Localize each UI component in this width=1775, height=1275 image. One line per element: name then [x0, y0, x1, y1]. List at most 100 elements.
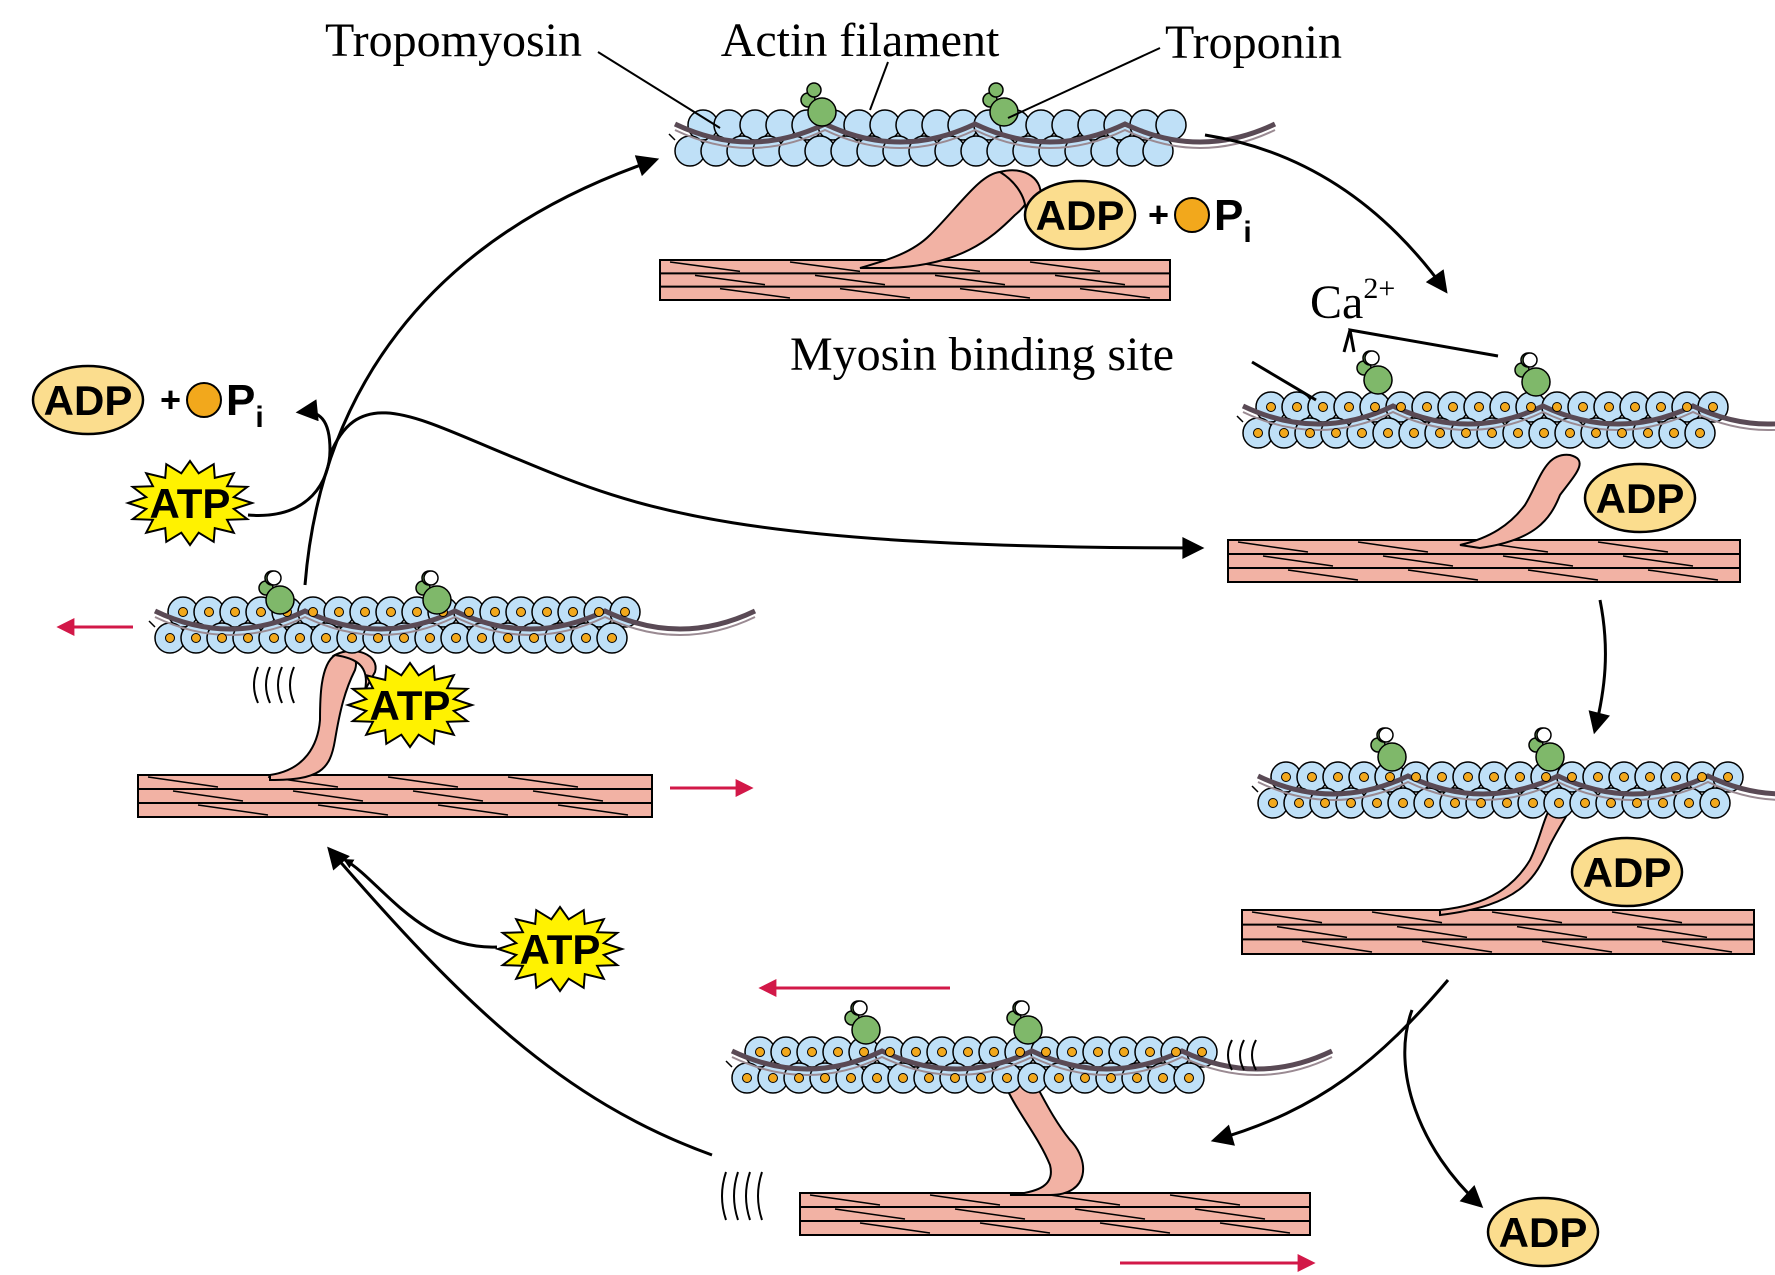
- motion-line: [289, 666, 295, 704]
- myosin-binding-site: [1502, 798, 1512, 808]
- myosin-binding-site: [256, 607, 266, 617]
- adp-molecule: ADP: [1486, 1196, 1600, 1268]
- motion-line: [1239, 1039, 1245, 1071]
- myosin-binding-site: [1106, 1073, 1116, 1083]
- thick-filament-twist-line: [979, 1222, 1051, 1234]
- atp-label: ATP: [370, 682, 451, 729]
- myosin-binding-site: [1565, 428, 1575, 438]
- myosin-binding-site: [1578, 402, 1588, 412]
- thick-filament-twist-line: [859, 1222, 931, 1234]
- myosin-binding-site: [386, 607, 396, 617]
- thick-filament-twist-line: [507, 776, 579, 788]
- troponin-subunit: [1363, 365, 1393, 395]
- calcium-ion: [1536, 727, 1552, 743]
- myosin-binding-site: [820, 1073, 830, 1083]
- myosin-binding-site: [1632, 798, 1642, 808]
- orange-circle-icon: [1174, 197, 1210, 233]
- troponin-subunit: [1521, 367, 1551, 397]
- adp-oval: [1583, 462, 1697, 534]
- arrow-adp-release-2: [1403, 1009, 1484, 1208]
- troponin-subunit: [422, 585, 452, 615]
- myosin-binding-site: [1604, 402, 1614, 412]
- thick-filament-twist-line: [834, 1208, 906, 1220]
- thick-filament-twist-line: [1194, 1208, 1266, 1220]
- thick-filament-twist-line: [1527, 569, 1599, 581]
- myosin-binding-site: [1606, 798, 1616, 808]
- troponin-complex: [258, 570, 295, 615]
- myosin-binding-site: [1658, 798, 1668, 808]
- thin-filament: [1251, 761, 1775, 819]
- myosin-binding-site: [1266, 402, 1276, 412]
- tropomyosin-strand: [1257, 780, 1775, 801]
- myosin-binding-site: [1015, 1047, 1025, 1057]
- myosin-binding-site: [1437, 772, 1447, 782]
- thick-filament: [1241, 909, 1755, 955]
- myosin-binding-site: [321, 633, 331, 643]
- myosin-binding-site: [1357, 428, 1367, 438]
- atp-label: ATP: [520, 926, 601, 973]
- myosin-binding-site: [963, 1047, 973, 1057]
- myosin-binding-site: [451, 633, 461, 643]
- troponin-subunit: [988, 82, 1004, 98]
- myosin-binding-site: [1158, 1073, 1168, 1083]
- myosin-binding-site: [1697, 772, 1707, 782]
- thin-filament: [668, 109, 1277, 167]
- myosin-binding-site: [1489, 772, 1499, 782]
- myosin-binding-site: [1307, 772, 1317, 782]
- thick-filament-twist-line: [1622, 555, 1694, 567]
- thick-filament-twist-line: [1382, 555, 1454, 567]
- myosin-binding-site: [230, 607, 240, 617]
- myosin-binding-site: [1411, 772, 1421, 782]
- arrow-state-3-to-4: [1210, 979, 1450, 1146]
- atp-molecule: ATP: [494, 905, 626, 993]
- myosin-binding-site: [1279, 428, 1289, 438]
- troponin-label: Troponin: [1165, 16, 1342, 69]
- myosin-binding-site: [1671, 772, 1681, 782]
- thick-filament-twist-line: [809, 1194, 881, 1206]
- thick-filament-twist-line: [1516, 925, 1588, 939]
- filament-end: [1251, 785, 1259, 793]
- myosin-binding-site: [937, 1047, 947, 1057]
- myosin-binding-site: [1398, 798, 1408, 808]
- myosin-binding-site: [1591, 428, 1601, 438]
- troponin-subunit: [989, 97, 1019, 127]
- myosin-binding-site: [1643, 428, 1653, 438]
- myosin-binding-site: [1552, 402, 1562, 412]
- myosin-binding-site: [1435, 428, 1445, 438]
- motion-line: [757, 1171, 763, 1221]
- thick-filament-twist-line: [532, 790, 604, 802]
- troponin-complex: [800, 82, 837, 127]
- thick-filament-twist-line: [1491, 911, 1563, 924]
- troponin-subunit: [1535, 742, 1565, 772]
- myosin-binding-site: [1500, 402, 1510, 412]
- myosin-binding-site: [989, 1047, 999, 1057]
- thick-filament-twist-line: [1502, 555, 1574, 567]
- myosin-binding-site-label: Myosin binding site: [790, 328, 1174, 381]
- thick-filament-twist-line: [1611, 911, 1683, 924]
- myosin-binding-site: [1184, 1073, 1194, 1083]
- tropomyosin-strand: [673, 121, 1277, 145]
- myosin-binding-site: [1320, 798, 1330, 808]
- myosin-binding-site: [1515, 772, 1525, 782]
- myosin-binding-site: [794, 1073, 804, 1083]
- thick-filament-twist-line: [1661, 940, 1733, 953]
- motion-line: [265, 666, 271, 704]
- thick-filament-twist-line: [1541, 940, 1613, 953]
- calcium-symbol: Ca: [1310, 276, 1363, 329]
- thick-filament-twist-line: [1407, 569, 1479, 581]
- starburst-icon: [494, 905, 626, 993]
- myosin-binding-site: [846, 1073, 856, 1083]
- actin-filament-leader-line: [869, 61, 889, 111]
- thin-filament: [725, 1036, 1334, 1094]
- thick-filament-twist-line: [1357, 541, 1429, 553]
- motion-line: [253, 666, 259, 704]
- myosin-binding-site: [464, 607, 474, 617]
- thick-filament-twist-line: [147, 776, 219, 788]
- thick-filament-twist-line: [1636, 925, 1708, 939]
- troponin-subunit: [1013, 1015, 1043, 1045]
- arrow-to-state-1: [303, 155, 660, 586]
- starburst-icon: [124, 459, 256, 547]
- thick-filament-twist-line: [1049, 1194, 1121, 1206]
- thick-filament-twist-line: [1079, 287, 1151, 299]
- thick-filament-twist-line: [1099, 1222, 1171, 1234]
